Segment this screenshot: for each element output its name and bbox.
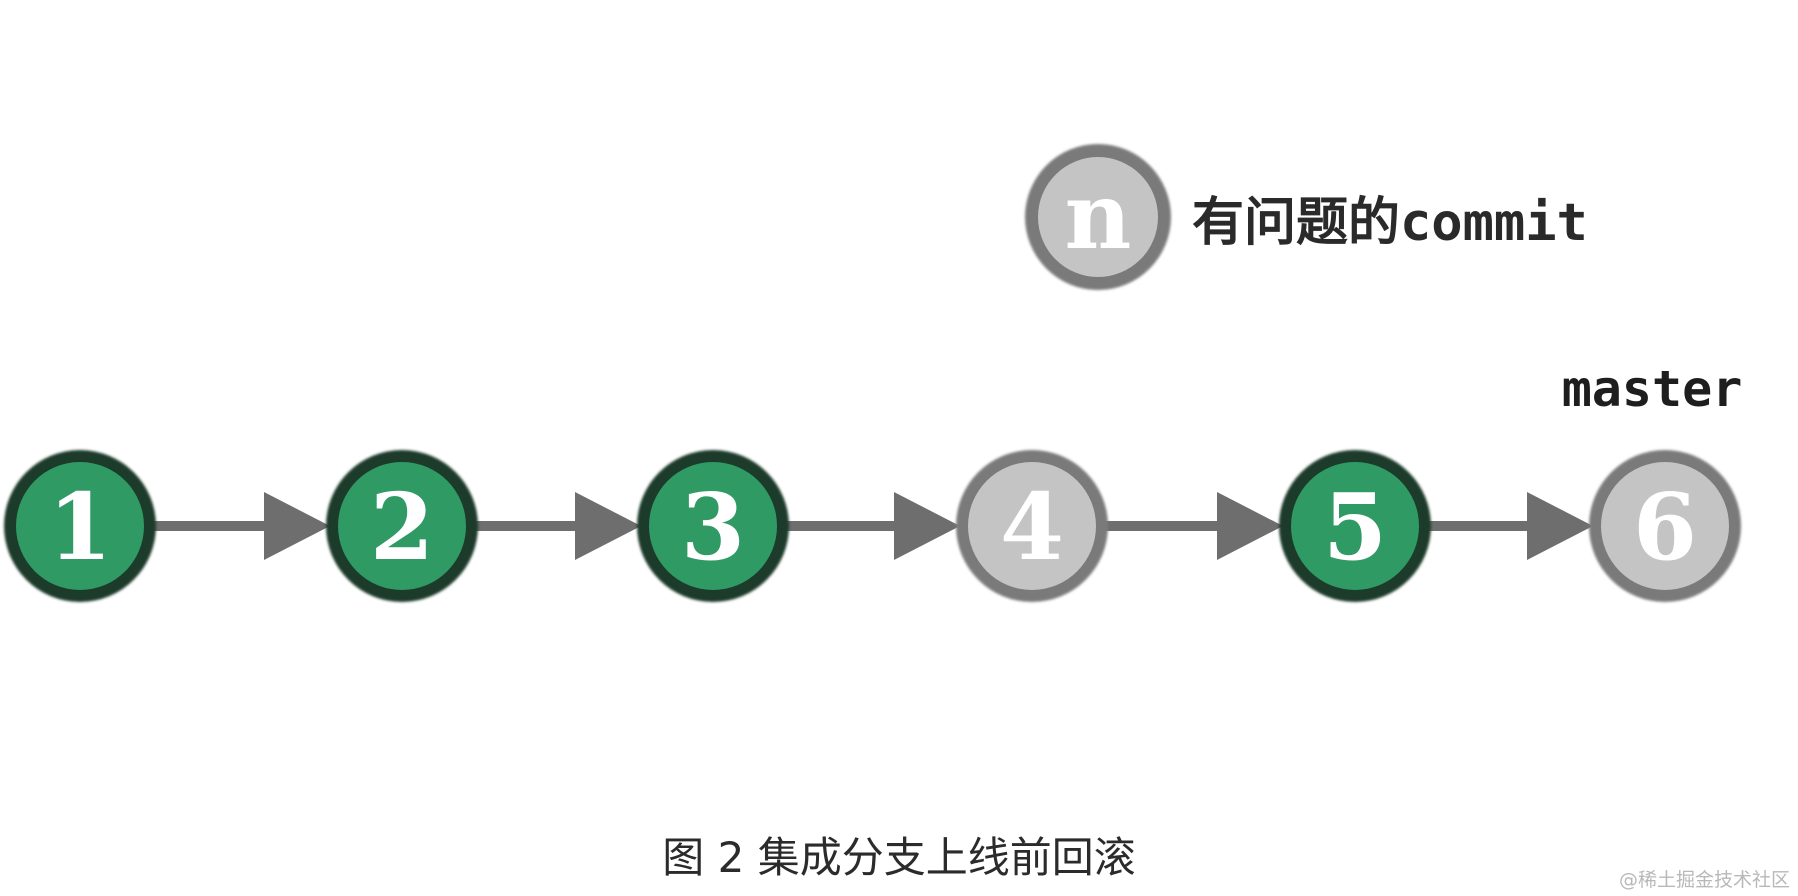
commit-node-label: 3	[681, 473, 745, 581]
commit-node-label: 6	[1633, 473, 1697, 581]
commit-node-fill	[1601, 462, 1729, 590]
commit-edge-arrow	[1101, 492, 1283, 560]
commit-node-4-problematic: 4	[956, 450, 1108, 602]
arrow-head	[575, 492, 641, 560]
arrow-head	[1527, 492, 1593, 560]
legend-node-fill	[1038, 157, 1158, 277]
commit-node-6-problematic: 6	[1589, 450, 1741, 602]
watermark: @稀土掘金技术社区	[1618, 869, 1790, 891]
commit-node-fill	[338, 462, 466, 590]
commit-node-label: 2	[370, 473, 434, 581]
commit-node-fill	[968, 462, 1096, 590]
commit-node-label: 1	[48, 473, 112, 581]
arrow-head	[264, 492, 330, 560]
commit-node-3: 3	[637, 450, 789, 602]
commit-node-5: 5	[1279, 450, 1431, 602]
commit-edge-arrow	[782, 492, 960, 560]
commit-edges	[149, 492, 1593, 560]
legend-label: 有问题的commit	[1192, 193, 1588, 253]
commit-node-label: 5	[1323, 473, 1387, 581]
commit-edge-arrow	[1424, 492, 1593, 560]
legend: n 有问题的commit	[1025, 144, 1588, 290]
commit-node-1: 1	[4, 450, 156, 602]
commit-node-fill	[16, 462, 144, 590]
legend-node-symbol: n	[1065, 162, 1132, 270]
commit-node-2: 2	[326, 450, 478, 602]
commit-node-fill	[649, 462, 777, 590]
commit-edge-arrow	[149, 492, 330, 560]
arrow-head	[1217, 492, 1283, 560]
commit-node-fill	[1291, 462, 1419, 590]
commit-edge-arrow	[471, 492, 641, 560]
commit-node-label: 4	[1000, 473, 1064, 581]
arrow-head	[894, 492, 960, 560]
commit-nodes: 1 2 3 4 5 6	[4, 450, 1741, 602]
figure-caption: 图 2 集成分支上线前回滚	[662, 833, 1136, 882]
branch-label-master: master	[1562, 360, 1743, 418]
